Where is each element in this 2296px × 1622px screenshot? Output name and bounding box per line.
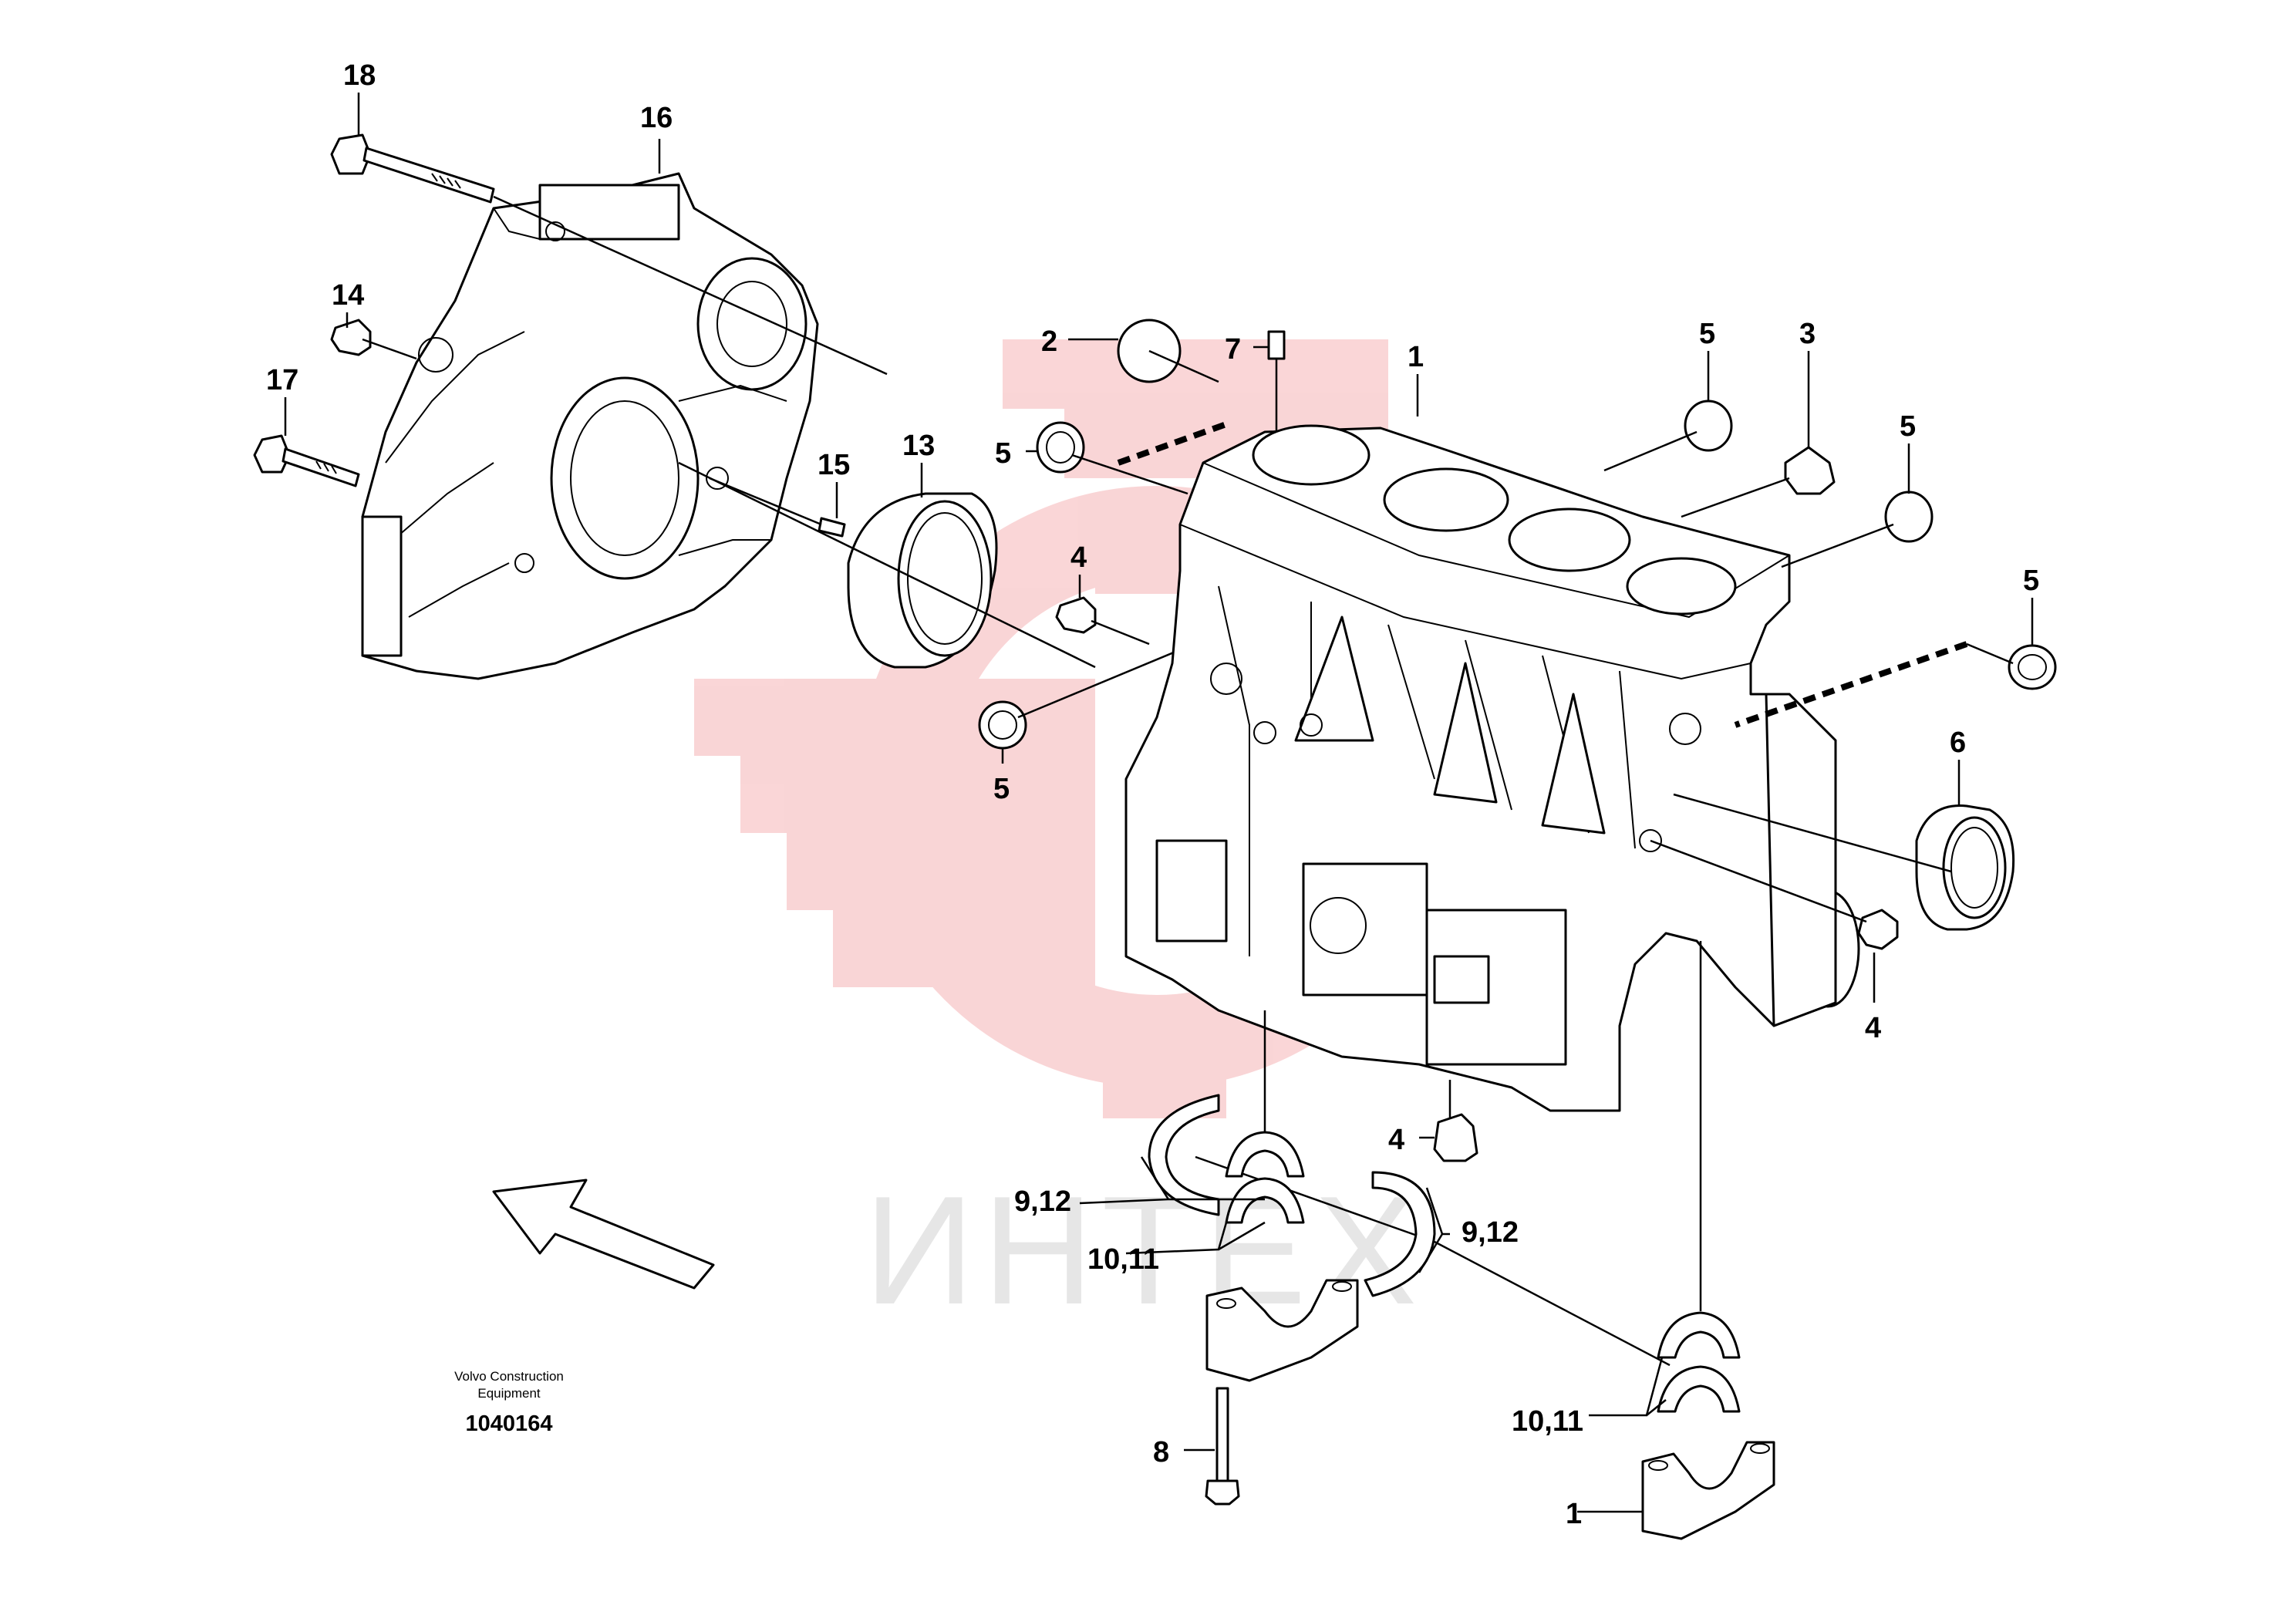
callout-5-far-right: 5 <box>2023 565 2039 597</box>
plug-4-bottom <box>1433 1113 1478 1162</box>
callout-15: 15 <box>818 449 850 481</box>
plug-14 <box>330 319 372 356</box>
callout-1-bottom: 1 <box>1566 1498 1582 1530</box>
caption-company-line1: Volvo Construction <box>454 1369 564 1384</box>
seal-ring-5-lower <box>978 700 1027 750</box>
plug-4-right <box>1857 909 1899 950</box>
direction-arrow <box>492 1179 715 1290</box>
plug-4-left <box>1055 596 1097 634</box>
watermark-logo <box>694 339 1481 1118</box>
bolt-18 <box>330 133 495 204</box>
plug-5-right <box>1884 491 1934 543</box>
bearing-shell-10-11-right <box>1657 1311 1741 1413</box>
callout-5-left: 5 <box>995 437 1011 470</box>
thrust-washer-9-12-left <box>1148 1094 1220 1216</box>
callout-1-top: 1 <box>1408 341 1424 373</box>
seal-13 <box>847 492 998 669</box>
callout-10-11-right: 10,11 <box>1512 1405 1583 1438</box>
callout-14: 14 <box>332 279 364 312</box>
bolt-17 <box>253 434 360 487</box>
document-number: 1040164 <box>466 1411 553 1436</box>
callout-13: 13 <box>902 430 935 462</box>
callout-5-top-right: 5 <box>1699 318 1715 350</box>
callout-2: 2 <box>1041 325 1057 358</box>
callout-17: 17 <box>266 364 298 396</box>
callout-4-right: 4 <box>1865 1012 1881 1044</box>
callout-4-left: 4 <box>1070 541 1087 574</box>
cylinder-block <box>1124 424 1860 1112</box>
callout-18: 18 <box>343 59 376 92</box>
caption-company-line2: Equipment <box>477 1386 541 1401</box>
callout-6: 6 <box>1950 727 1966 759</box>
main-bearing-cap-left <box>1205 1279 1359 1382</box>
callout-8: 8 <box>1153 1436 1169 1469</box>
callout-9-12-right: 9,12 <box>1462 1216 1519 1249</box>
flywheel-housing <box>361 172 819 680</box>
thrust-washer-9-12-right <box>1364 1171 1436 1297</box>
plug-5-top-right <box>1684 400 1733 452</box>
callout-5-lower: 5 <box>993 773 1010 805</box>
callout-5-right: 5 <box>1900 410 1916 443</box>
bushing-6 <box>1915 804 2015 931</box>
callout-3: 3 <box>1799 318 1816 350</box>
callout-10-11-left: 10,11 <box>1087 1243 1159 1276</box>
bolt-8 <box>1205 1387 1240 1506</box>
seal-ring-5-left <box>1036 421 1085 474</box>
pin-7 <box>1267 330 1286 360</box>
pin-15 <box>818 517 846 538</box>
main-bearing-cap-right <box>1641 1441 1775 1540</box>
callout-16: 16 <box>640 102 673 134</box>
plug-3 <box>1784 446 1836 495</box>
callout-4-bottom: 4 <box>1388 1124 1404 1156</box>
callout-9-12-left: 9,12 <box>1014 1185 1071 1218</box>
callout-7: 7 <box>1225 333 1241 366</box>
ring-5-far-right <box>2008 644 2057 690</box>
